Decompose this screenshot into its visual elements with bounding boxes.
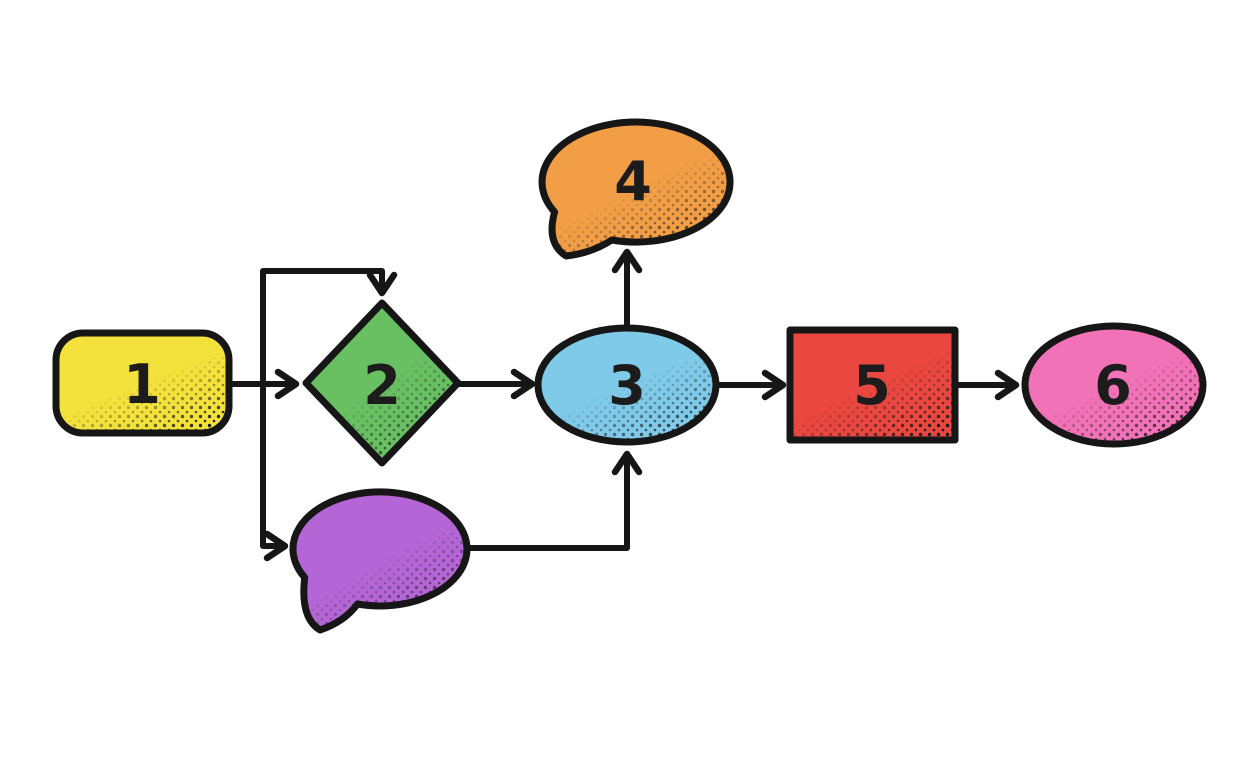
node-6-ellipse: 6 [1025,326,1203,444]
edge-1-to-2-top-branch [260,268,398,387]
node-5-rectangle: 5 [790,330,955,440]
node-1-rounded-rectangle: 1 [56,333,229,433]
edge-layer [226,248,1020,562]
node-7-side-speech-bubble [293,492,467,630]
node-4-label: 4 [614,150,652,213]
node-3-ellipse: 3 [538,328,716,442]
node-1-label: 1 [123,353,161,416]
node-2-label: 2 [363,354,401,417]
node-2-diamond: 2 [306,303,458,463]
node-6-label: 6 [1094,354,1132,417]
edge-side-bubble-to-3 [465,450,643,551]
node-4-speech-bubble: 4 [542,122,730,256]
node-5-label: 5 [853,354,891,417]
edge-1-to-side-bubble-branch [260,381,289,562]
node-3-label: 3 [608,354,646,417]
